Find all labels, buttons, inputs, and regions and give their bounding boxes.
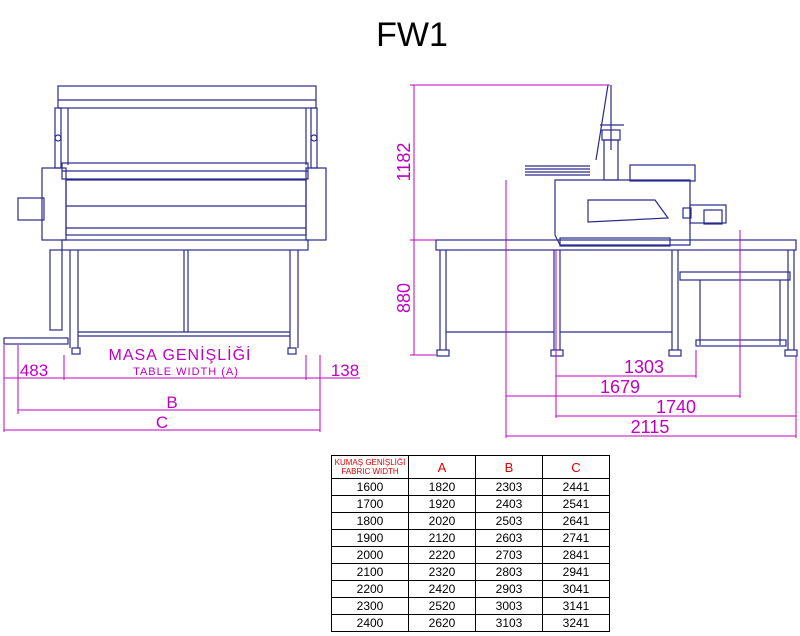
table-cell: 2300 (331, 597, 409, 615)
table-cell: 1920 (408, 495, 476, 513)
table-cell: 2503 (475, 512, 543, 530)
table-width-label: MASA GENİŞLİĞİ (109, 345, 252, 364)
fabric-width-header-tr: KUMAŞ GENİŞLİĞİ (334, 458, 406, 467)
table-cell: 2303 (475, 478, 543, 496)
dim-2115-label: 2115 (631, 417, 670, 437)
table-cell: 3141 (542, 597, 610, 615)
table-cell: 2903 (475, 580, 543, 598)
table-cell: 2220 (408, 546, 476, 564)
technical-drawing: FW1 (3, 16, 798, 438)
col-b-header: B (475, 455, 543, 479)
table-cell: 3003 (475, 597, 543, 615)
table-cell: 2620 (408, 614, 476, 632)
table-cell: 2000 (331, 546, 409, 564)
table-cell: 2741 (542, 529, 610, 547)
table-cell: 1800 (331, 512, 409, 530)
dim-1679-label: 1679 (600, 377, 640, 397)
dim-483-label: 483 (20, 361, 48, 380)
table-cell: 3041 (542, 580, 610, 598)
col-c-header: C (542, 455, 610, 479)
table-cell: 2803 (475, 563, 543, 581)
table-cell: 2320 (408, 563, 476, 581)
table-cell: 2703 (475, 546, 543, 564)
table-cell: 2120 (408, 529, 476, 547)
front-view-dimensions: 483 MASA GENİŞLİĞİ TABLE WIDTH (A) 138 B… (3, 345, 360, 432)
page-title: FW1 (376, 16, 448, 54)
dim-138-label: 138 (331, 361, 359, 380)
table-cell: 2441 (542, 478, 610, 496)
table-header-row: KUMAŞ GENİŞLİĞİ FABRIC WIDTH A B C (331, 455, 610, 479)
table-cell: 2200 (331, 580, 409, 598)
dim-1303-label: 1303 (624, 357, 664, 377)
table-cell: 2020 (408, 512, 476, 530)
fabric-width-header: KUMAŞ GENİŞLİĞİ FABRIC WIDTH (331, 455, 409, 479)
dim-1182-label: 1182 (394, 143, 414, 182)
fabric-width-header-en: FABRIC WIDTH (341, 467, 399, 476)
table-cell: 2541 (542, 495, 610, 513)
front-view-machine (3, 85, 327, 355)
table-cell: 2420 (408, 580, 476, 598)
table-width-sub-label: TABLE WIDTH (A) (133, 366, 239, 378)
table-cell: 2641 (542, 512, 610, 530)
table-cell: 2100 (331, 563, 409, 581)
table-cell: 1900 (331, 529, 409, 547)
table-cell: 2400 (331, 614, 409, 632)
table-cell: 1820 (408, 478, 476, 496)
dim-b-label: B (166, 393, 177, 412)
dim-880-label: 880 (394, 283, 414, 313)
dim-1740-label: 1740 (656, 397, 696, 417)
table-cell: 3103 (475, 614, 543, 632)
table-cell: 2520 (408, 597, 476, 615)
side-view-dimensions: 1182 880 1303 1679 1740 2115 (394, 84, 797, 438)
dim-c-label: C (156, 413, 168, 432)
table-cell: 2941 (542, 563, 610, 581)
table-cell: 2403 (475, 495, 543, 513)
col-a-header: A (408, 455, 476, 479)
side-view-machine (435, 84, 798, 357)
table-cell: 3241 (542, 614, 610, 632)
table-cell: 1600 (331, 478, 409, 496)
table-cell: 2841 (542, 546, 610, 564)
table-cell: 1700 (331, 495, 409, 513)
table-cell: 2603 (475, 529, 543, 547)
